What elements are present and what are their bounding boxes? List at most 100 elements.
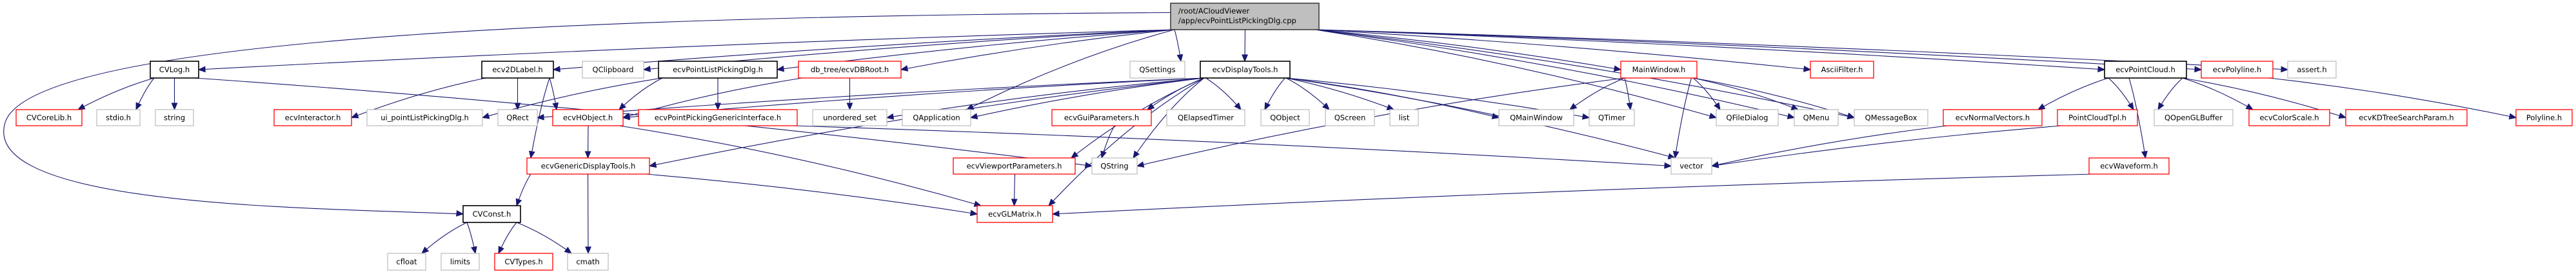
- node-box: [1943, 109, 2043, 126]
- node-cvlog-h[interactable]: CVLog.h: [150, 61, 199, 79]
- edge-ecvpointcloud-h-to-ecvcolorscale-h: [2182, 77, 2254, 110]
- node-box: [273, 109, 352, 126]
- node-ecvkdtreesearchparam-h[interactable]: ecvKDTreeSearchParam.h: [2345, 109, 2468, 126]
- edge-ecvdisplaytools-h-to-qrect: [537, 77, 1205, 119]
- node-label: CVLog.h: [159, 65, 190, 74]
- edge-root-to-cvlog-h: [198, 29, 1175, 70]
- node-db-tree-ecvdbroot-h[interactable]: db_tree/ecvDBRoot.h: [798, 61, 902, 79]
- node-cvtypes-h[interactable]: CVTypes.h: [494, 253, 553, 271]
- node-box: [96, 109, 141, 126]
- node-label: vector: [1679, 162, 1703, 171]
- node-ecvpointlistpickingdlg-h[interactable]: ecvPointListPickingDlg.h: [658, 61, 778, 79]
- node-box: [366, 109, 483, 126]
- edge-ecvguiparameters-h-to-qstring: [1101, 125, 1115, 159]
- node-ecvguiparameters-h[interactable]: ecvGuiParameters.h: [1051, 109, 1152, 126]
- edge-root-to-db-tree-ecvdbroot-h: [900, 29, 1175, 70]
- node-label: ecvDisplayTools.h: [1213, 65, 1278, 74]
- node-box: [2104, 61, 2187, 79]
- node-box: [2057, 109, 2138, 126]
- node-label: MainWindow.h: [1632, 65, 1686, 74]
- node-label: ui_pointListPickingDlg.h: [381, 113, 469, 122]
- node-box: [2287, 61, 2337, 79]
- node-qsettings: QSettings: [1129, 61, 1185, 79]
- node-box: [1091, 157, 1138, 175]
- node-ecvpolyline-h[interactable]: ecvPolyline.h: [2201, 61, 2274, 79]
- node-box: [1325, 109, 1375, 126]
- node-polyline-h[interactable]: Polyline.h: [2515, 109, 2573, 126]
- node-box: [2201, 61, 2274, 79]
- node-label: ecvGuiParameters.h: [1064, 113, 1139, 122]
- node-ecvviewportparameters-h[interactable]: ecvViewportParameters.h: [953, 157, 1076, 175]
- edge-ecvdisplaytools-h-to-qelapsedtimer: [1205, 77, 1242, 110]
- node-ecvpointpickinggenericinterface-h[interactable]: ecvPointPickingGenericInterface.h: [638, 109, 798, 126]
- node-box: [1620, 61, 1698, 79]
- node-label: PointCloudTpl.h: [2068, 113, 2126, 122]
- edge-mainwindow-h-to-vector: [1674, 77, 1692, 159]
- edge-mainwindow-h-to-qtimer: [1624, 77, 1631, 110]
- edge-ecvpointcloud-h-to-ecvnormalvectors-h: [2037, 77, 2109, 110]
- edge-ecvdisplaytools-h-to-qobject: [1264, 77, 1285, 110]
- node-box: [1854, 109, 1928, 126]
- node-ecvcolorscale-h[interactable]: ecvColorScale.h: [2248, 109, 2330, 126]
- node-label: QElapsedTimer: [1178, 113, 1234, 122]
- edge-root-to-qfiledialog: [1314, 29, 1717, 119]
- node-pointcloudtpl-h[interactable]: PointCloudTpl.h: [2057, 109, 2138, 126]
- edge-ecvnormalvectors-h-to-vector: [1711, 125, 1948, 167]
- node-ecvhobject-h[interactable]: ecvHObject.h: [552, 109, 624, 126]
- node-box: [1170, 3, 1320, 30]
- node-cvconst-h[interactable]: CVConst.h: [462, 205, 521, 223]
- edge-root-to-ecvpolyline-h: [1314, 29, 2202, 70]
- node-string: string: [155, 109, 194, 126]
- node-box: [2515, 109, 2573, 126]
- edge-root-to-ecvpointcloud-h: [1314, 29, 2105, 70]
- node-ecvgenericdisplaytools-h[interactable]: ecvGenericDisplayTools.h: [526, 157, 650, 175]
- edge-ecvpointcloud-h-to-qopenglbuffer: [2157, 77, 2183, 110]
- root-file-node[interactable]: /root/ACloudViewer/app/ecvPointListPicki…: [1170, 3, 1320, 30]
- node-label: list: [1399, 113, 1410, 122]
- node-box: [494, 253, 553, 271]
- edge-ecvdisplaytools-h-to-vector: [1285, 77, 1676, 159]
- node-ecvdisplaytools-h[interactable]: ecvDisplayTools.h: [1200, 61, 1291, 79]
- node-label: QClipboard: [593, 65, 634, 74]
- node-ecvinteractor-h[interactable]: ecvInteractor.h: [273, 109, 352, 126]
- node-label: QRect: [506, 113, 529, 122]
- node-box: [441, 253, 480, 271]
- node-label: AsciiFilter.h: [1821, 65, 1863, 74]
- edge-mainwindow-h-to-qmainwindow: [1569, 77, 1625, 110]
- node-qstring: QString: [1091, 157, 1138, 175]
- node-unordered-set: unordered_set: [812, 109, 887, 126]
- node-cvcorelib-h[interactable]: CVCoreLib.h: [15, 109, 83, 126]
- node-label: QOpenGLBuffer: [2165, 113, 2223, 122]
- node-ecv2dlabel-h[interactable]: ecv2DLabel.h: [481, 61, 554, 79]
- node-asciifilter-h[interactable]: AsciiFilter.h: [1810, 61, 1874, 79]
- node-cmath: cmath: [567, 253, 609, 271]
- node-label: QMenu: [1803, 113, 1830, 122]
- edge-ecvgenericdisplaytools-h-to-cmath: [587, 173, 589, 254]
- node-label: cfloat: [396, 257, 417, 266]
- node-box: [1498, 109, 1574, 126]
- edge-ecvwaveform-h-to-ecvglmatrix-h: [1052, 173, 2094, 215]
- node-box: [638, 109, 798, 126]
- edge-ecvdisplaytools-h-to-qscreen: [1285, 77, 1330, 110]
- node-box: [1389, 109, 1419, 126]
- node-box: [497, 109, 538, 126]
- node-ecvnormalvectors-h[interactable]: ecvNormalVectors.h: [1943, 109, 2043, 126]
- edge-ecvdisplaytools-h-to-list: [1285, 77, 1394, 110]
- node-label: ecvKDTreeSearchParam.h: [2359, 113, 2453, 122]
- node-box: [976, 205, 1053, 223]
- node-ecvglmatrix-h[interactable]: ecvGLMatrix.h: [976, 205, 1053, 223]
- node-label: QApplication: [913, 113, 960, 122]
- node-ecvpointcloud-h[interactable]: ecvPointCloud.h: [2104, 61, 2187, 79]
- node-qobject: QObject: [1260, 109, 1310, 126]
- node-ecvwaveform-h[interactable]: ecvWaveform.h: [2088, 157, 2170, 175]
- node-box: [387, 253, 426, 271]
- edge-cvconst-h-to-cmath: [516, 222, 572, 254]
- node-box: [552, 109, 624, 126]
- node-box: [1260, 109, 1310, 126]
- node-qapplication: QApplication: [902, 109, 971, 126]
- node-box: [658, 61, 778, 79]
- edge-root-to-qapplication: [966, 29, 1175, 110]
- node-mainwindow-h[interactable]: MainWindow.h: [1620, 61, 1698, 79]
- node-label: limits: [450, 257, 470, 266]
- node-label: cmath: [576, 257, 599, 266]
